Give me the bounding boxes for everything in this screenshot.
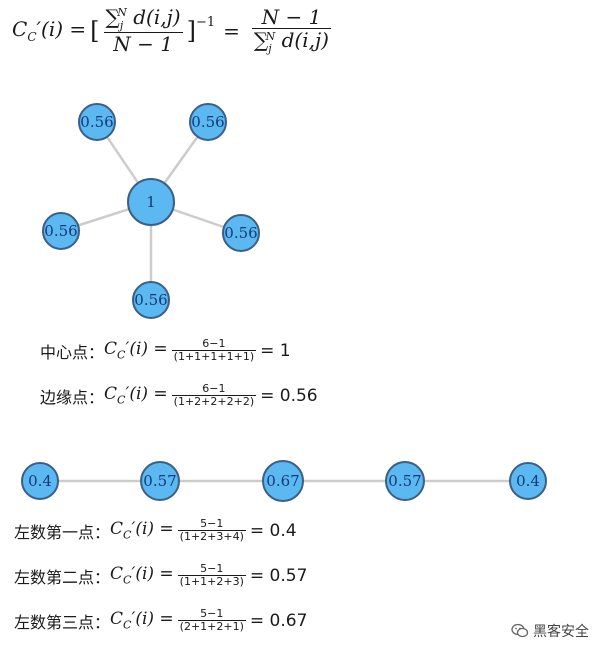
line-node-2: 0.57 <box>140 461 180 501</box>
formula-num: 5−1 <box>200 517 224 530</box>
left-bracket: [ <box>90 16 100 45</box>
formula-den-2: ∑jN d(i,j) <box>253 28 329 56</box>
formula-lhs: CC′(i) = <box>110 564 174 587</box>
formula-fraction: 5−1 (2+1+2+1) <box>177 607 246 634</box>
formula-num: 5−1 <box>200 607 224 620</box>
formula-num-2: N − 1 <box>261 5 322 29</box>
node-label: 1 <box>146 193 156 211</box>
node-label: 0.56 <box>44 222 77 240</box>
formula-lhs: CC′(i) = <box>104 339 168 362</box>
node-label: 0.4 <box>28 472 52 490</box>
watermark: 黑客安全 <box>511 621 589 641</box>
formula-result: = 1 <box>260 340 291 361</box>
formula-num: 5−1 <box>200 562 224 575</box>
formula-lhs: CC′(i) = <box>12 17 87 45</box>
formula-fraction: 6−1 (1+1+1+1+1) <box>171 337 257 364</box>
star-graph: 0.56 0.56 0.56 0.56 0.56 1 <box>42 103 260 319</box>
watermark-text: 黑客安全 <box>533 624 589 640</box>
formula-den: (2+1+2+1) <box>179 620 244 634</box>
formula-label: 边缘点： <box>40 387 105 407</box>
node-label: 0.56 <box>80 113 113 131</box>
formula-label: 左数第一点： <box>14 522 111 542</box>
line-node-1: 0.4 <box>21 462 59 500</box>
formula-den: (1+1+2+3) <box>179 575 244 589</box>
formula-result: = 0.67 <box>249 610 308 631</box>
line-graph: 0.4 0.57 0.67 0.57 0.4 <box>21 460 547 502</box>
formula-lhs: CC′(i) = <box>110 519 174 542</box>
formula-lhs: CC′(i) = <box>104 384 168 407</box>
node-bottom: 0.56 <box>132 281 170 319</box>
line-node-5: 0.4 <box>509 462 547 500</box>
formula-label: 左数第三点： <box>14 612 111 632</box>
node-top-right: 0.56 <box>189 103 227 141</box>
formula-num: 6−1 <box>202 337 226 350</box>
node-center: 1 <box>127 178 175 226</box>
closeness-formula: CC′(i) = [ ∑jN d(i,j) N − 1 ] −1 = N − 1… <box>12 6 335 55</box>
formula-result: = 0.56 <box>260 385 318 406</box>
node-top-left: 0.56 <box>78 103 116 141</box>
formula-den: (1+1+1+1+1) <box>173 350 255 364</box>
formula-result: = 0.4 <box>249 520 297 541</box>
node-label: 0.57 <box>388 472 421 490</box>
node-left: 0.56 <box>42 212 80 250</box>
formula-fraction-2: N − 1 ∑jN d(i,j) <box>251 5 331 56</box>
line-formula-3: 左数第三点： CC′(i) = 5−1 (2+1+2+1) = 0.67 <box>14 607 308 634</box>
formula-num: 6−1 <box>202 382 226 395</box>
formula-den: (1+2+3+4) <box>179 530 244 544</box>
formula-den-1: N − 1 <box>113 32 173 57</box>
formula-label: 中心点： <box>40 342 105 362</box>
node-label: 0.56 <box>134 291 167 309</box>
node-right: 0.56 <box>222 214 260 252</box>
formula-den: (1+2+2+2+2) <box>173 395 255 409</box>
node-label: 0.57 <box>143 472 176 490</box>
right-bracket: ] <box>186 16 196 45</box>
formula-power: −1 <box>195 15 216 31</box>
formula-fraction-1: ∑jN d(i,j) N − 1 <box>103 5 183 57</box>
node-label: 0.56 <box>224 224 257 242</box>
star-formula-edge: 边缘点： CC′(i) = 6−1 (1+2+2+2+2) = 0.56 <box>40 382 318 409</box>
line-formula-2: 左数第二点： CC′(i) = 5−1 (1+1+2+3) = 0.57 <box>14 562 308 589</box>
formula-label: 左数第二点： <box>14 567 111 587</box>
star-formula-center: 中心点： CC′(i) = 6−1 (1+1+1+1+1) = 1 <box>40 337 291 364</box>
wechat-icon <box>511 623 529 638</box>
line-formula-1: 左数第一点： CC′(i) = 5−1 (1+2+3+4) = 0.4 <box>14 517 297 544</box>
formula-fraction: 5−1 (1+2+3+4) <box>177 517 246 544</box>
formula-eq: = <box>223 18 240 43</box>
node-label: 0.4 <box>516 472 540 490</box>
node-label: 0.67 <box>266 472 299 490</box>
line-node-3: 0.67 <box>262 460 304 502</box>
formula-result: = 0.57 <box>249 565 308 586</box>
node-label: 0.56 <box>191 113 224 131</box>
formula-fraction: 5−1 (1+1+2+3) <box>177 562 246 589</box>
formula-fraction: 6−1 (1+2+2+2+2) <box>171 382 257 409</box>
line-node-4: 0.57 <box>385 461 425 501</box>
formula-num-1: ∑jN d(i,j) <box>105 5 181 32</box>
formula-lhs: CC′(i) = <box>110 609 174 632</box>
